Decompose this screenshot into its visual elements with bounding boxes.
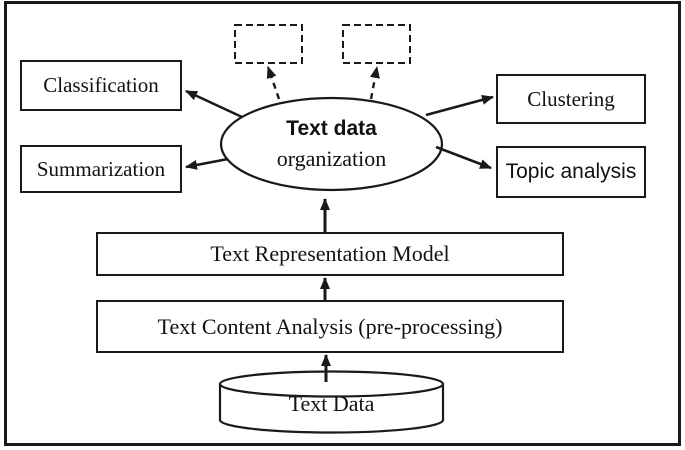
- dashed-arrow-right-placeholder: [369, 66, 380, 100]
- text-data-organization-ellipse: [219, 96, 444, 192]
- arrow-to-clustering: [425, 95, 494, 117]
- arrow-to-topic-analysis: [435, 145, 492, 170]
- placeholder-box-left: [234, 24, 303, 64]
- classification-box: [20, 60, 182, 111]
- representation-model-box: [96, 232, 564, 276]
- summarization-box: [20, 145, 182, 193]
- arrow-to-classification: [185, 89, 243, 119]
- cylinder-body: [218, 384, 445, 434]
- dashed-arrow-left-placeholder: [266, 66, 281, 100]
- topic-analysis-box: [496, 146, 646, 198]
- content-analysis-box: [96, 300, 564, 353]
- arrow-to-summarization: [185, 157, 229, 170]
- placeholder-box-right: [342, 24, 411, 64]
- clustering-box: [496, 74, 646, 124]
- cylinder-top: [218, 370, 445, 398]
